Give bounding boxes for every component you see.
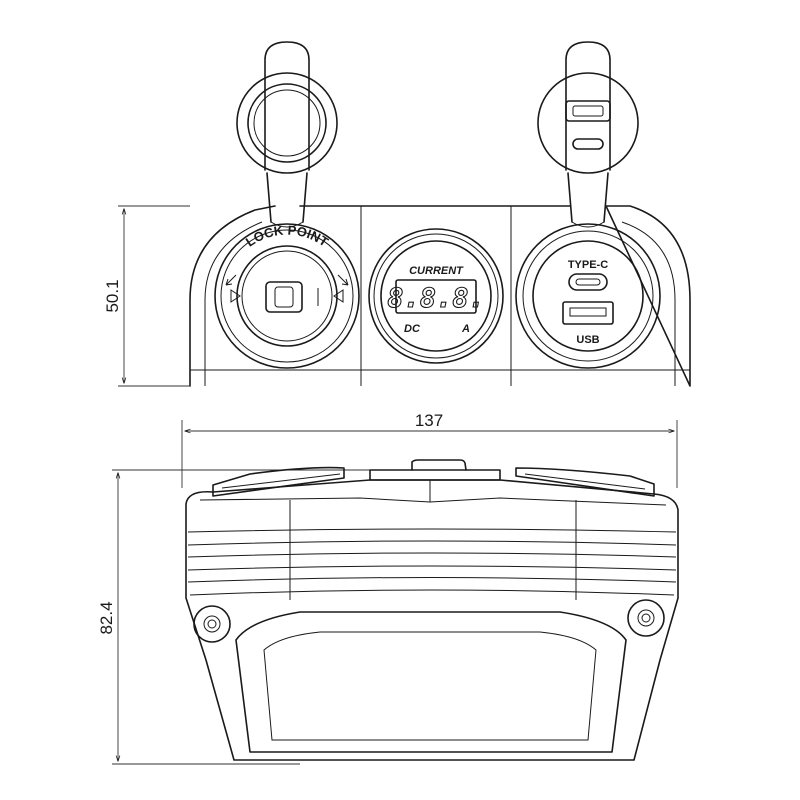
dc-label: DC <box>404 323 421 335</box>
dimension-height-side: 82.4 <box>97 469 412 765</box>
usb-cap-right <box>537 41 639 228</box>
current-label: CURRENT <box>409 265 464 277</box>
arrow-left-icon <box>225 274 237 286</box>
screw-left-icon <box>193 605 231 643</box>
top-view: LOCK POINT CURRENT 8.8.8. DC A <box>103 41 691 387</box>
cigarette-socket: LOCK POINT <box>214 223 360 369</box>
current-meter: CURRENT 8.8.8. DC A <box>368 228 504 364</box>
dimension-50-1: 50.1 <box>103 279 122 312</box>
dimension-137: 137 <box>415 411 443 430</box>
type-c-port <box>568 273 608 291</box>
usb-label: USB <box>576 334 599 346</box>
top-view-housing <box>189 205 691 387</box>
dimension-width: 137 <box>181 411 678 488</box>
arrow-right-icon <box>337 274 349 286</box>
triangle-right-icon <box>333 289 344 303</box>
screw-right-icon <box>627 599 665 637</box>
dimension-height-top: 50.1 <box>103 205 190 387</box>
usb-port <box>562 301 614 325</box>
socket-cap-left <box>236 41 338 228</box>
usb-charger: TYPE-C USB <box>515 223 661 369</box>
dimension-82-4: 82.4 <box>97 601 116 634</box>
type-c-label: TYPE-C <box>568 259 608 271</box>
triangle-left-icon <box>230 289 241 303</box>
meter-display <box>395 279 477 314</box>
side-view: 137 82.4 <box>97 411 679 765</box>
side-view-housing <box>185 479 679 761</box>
amp-label: A <box>461 323 470 335</box>
meter-digits: 8.8.8. <box>387 283 485 314</box>
